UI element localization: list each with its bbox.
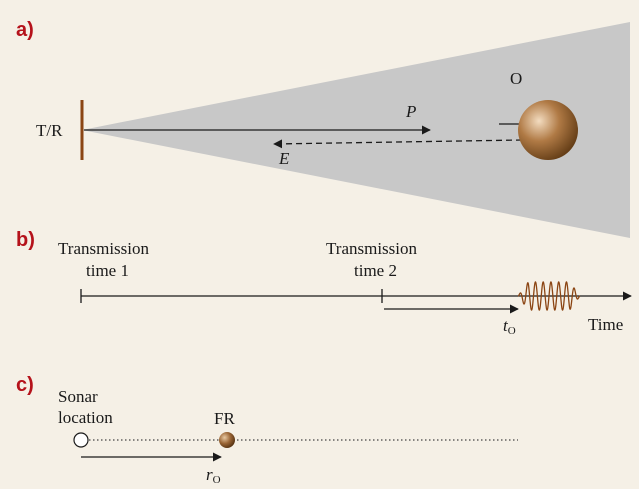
panel-b-label: b) bbox=[16, 229, 35, 251]
object-label: O bbox=[510, 69, 522, 88]
echo-label: E bbox=[278, 149, 290, 168]
time-axis-label: Time bbox=[588, 315, 623, 334]
transmission-1-line1: Transmission bbox=[58, 239, 150, 258]
sonar-location-line1: Sonar bbox=[58, 387, 98, 406]
fish-label: FR bbox=[214, 409, 235, 428]
transceiver-label: T/R bbox=[36, 121, 63, 140]
panel-a-label: a) bbox=[16, 19, 34, 41]
fish-target-marker bbox=[219, 432, 235, 448]
travel-time-label: tO bbox=[503, 316, 516, 337]
transmission-1-line2: time 1 bbox=[86, 261, 129, 280]
target-sphere bbox=[518, 100, 578, 160]
pulse-label: P bbox=[405, 102, 416, 121]
sonar-location-marker bbox=[74, 433, 88, 447]
transmission-2-line2: time 2 bbox=[354, 261, 397, 280]
transmission-2-line1: Transmission bbox=[326, 239, 418, 258]
sonar-location-line2: location bbox=[58, 408, 113, 427]
travel-time-subscript: O bbox=[508, 325, 516, 337]
range-subscript: O bbox=[213, 474, 221, 486]
panel-c-label: c) bbox=[16, 374, 34, 396]
range-label: rO bbox=[206, 465, 221, 486]
